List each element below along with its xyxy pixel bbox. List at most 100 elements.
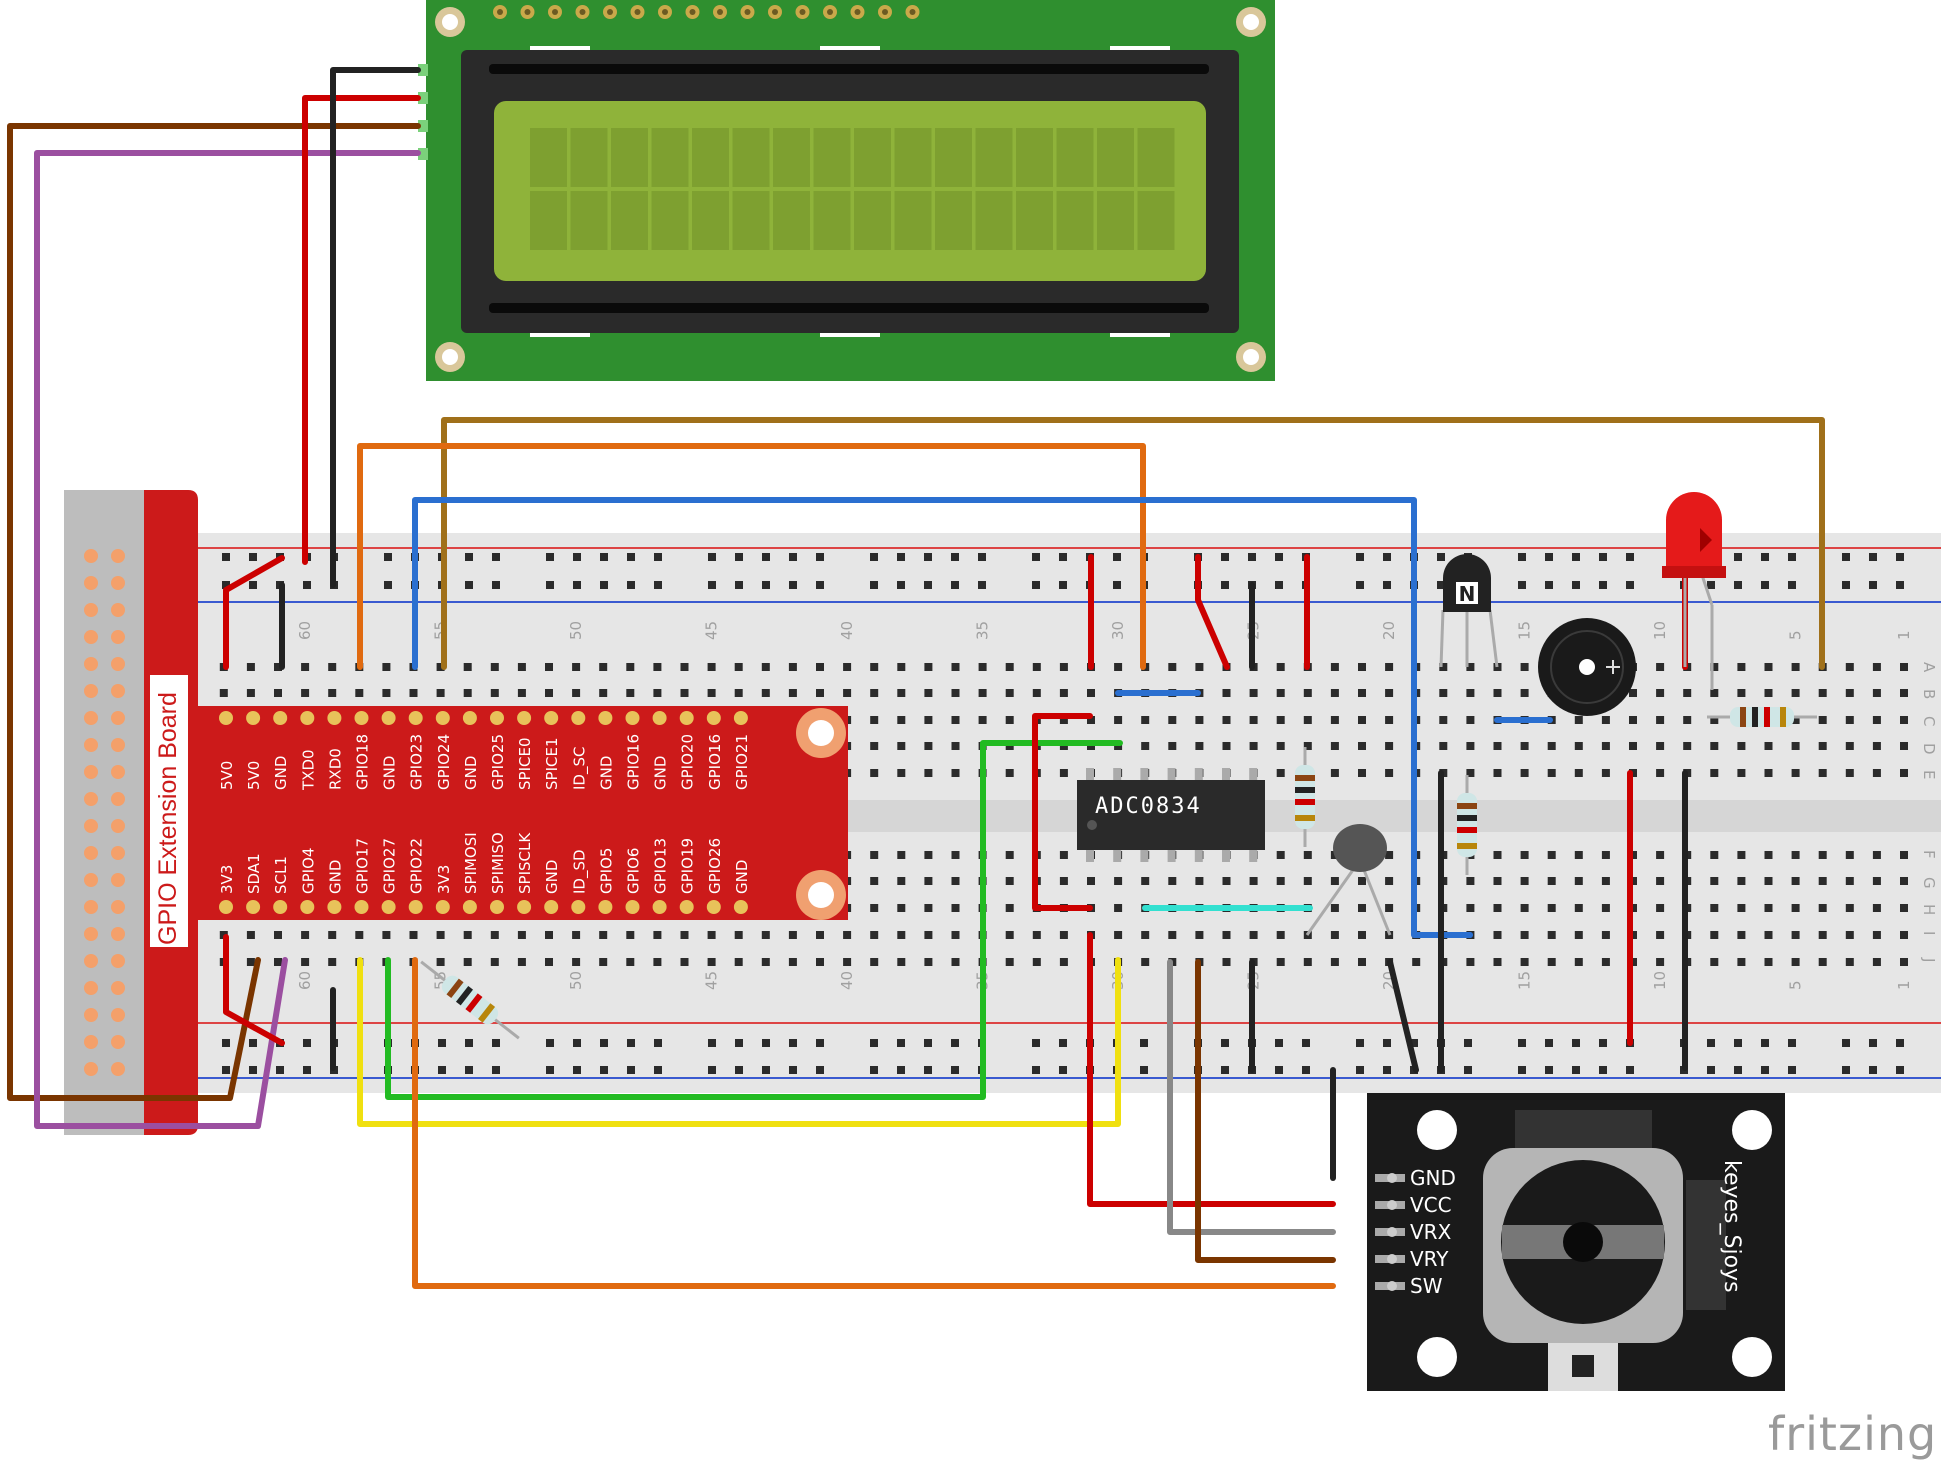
breadboard-hole [382, 931, 391, 939]
breadboard-hole [1626, 553, 1634, 561]
breadboard-hole [1764, 769, 1773, 777]
breadboard-hole [708, 1066, 716, 1074]
breadboard-hole [1302, 1039, 1310, 1047]
breadboard-hole [1356, 1039, 1364, 1047]
breadboard-hole [545, 958, 553, 966]
lcd-character-cell [935, 128, 972, 187]
gpio-top-pin-label: GPIO20 [679, 734, 697, 790]
breadboard-hole [1900, 931, 1908, 939]
wire-red-diag [1195, 554, 1230, 670]
breadboard-hole [1330, 663, 1339, 671]
gpio-header-pin [111, 981, 125, 995]
breadboard-hole [1572, 553, 1580, 561]
breadboard-hole [1059, 663, 1068, 671]
breadboard-hole [1656, 958, 1665, 966]
breadboard-hole [1788, 581, 1796, 589]
breadboard-hole [1818, 904, 1827, 912]
breadboard-hole [1032, 1039, 1040, 1047]
breadboard-hole [870, 958, 879, 966]
gpio-top-pin-label: GPIO16 [625, 734, 643, 790]
breadboard-hole [1276, 958, 1285, 966]
lcd-character-cell [570, 128, 608, 187]
breadboard-hole [1872, 769, 1881, 777]
breadboard-hole [1764, 851, 1773, 859]
breadboard-hole [1249, 877, 1258, 885]
row-letter: A [1920, 662, 1938, 673]
breadboard-hole [1734, 1066, 1742, 1074]
column-number-bottom: 10 [1651, 971, 1669, 990]
gpio-header-pin [111, 927, 125, 941]
breadboard-hole [1358, 742, 1366, 750]
breadboard-hole [545, 663, 553, 671]
breadboard-hole [1437, 581, 1445, 589]
gpio-header-pin [111, 765, 125, 779]
breadboard-hole [1574, 742, 1583, 750]
row-letter: C [1920, 716, 1938, 726]
breadboard-hole [1385, 716, 1394, 724]
breadboard-hole [1032, 931, 1041, 939]
lcd-character-cell [813, 128, 851, 187]
breadboard-hole [1114, 877, 1123, 885]
breadboard-hole [978, 553, 986, 561]
breadboard-hole [222, 553, 230, 561]
breadboard-hole [1493, 851, 1502, 859]
breadboard-hole [599, 663, 608, 671]
breadboard-hole [951, 663, 960, 671]
breadboard-hole [382, 663, 391, 671]
gpio-header-pin [84, 549, 98, 563]
lcd-character-cell [570, 191, 608, 250]
breadboard-hole [546, 581, 554, 589]
gpio-header-pin [111, 1035, 125, 1049]
breadboard-hole [1330, 742, 1339, 750]
breadboard-hole [490, 663, 499, 671]
breadboard-hole [951, 851, 960, 859]
adc0834-chip: ADC0834 [1077, 768, 1265, 862]
breadboard-hole [1872, 851, 1881, 859]
breadboard-hole [1168, 663, 1177, 671]
gpio-header-pin [84, 1008, 98, 1022]
breadboard-hole [1656, 689, 1665, 697]
wires [7, 67, 1825, 1289]
breadboard-hole [1737, 851, 1746, 859]
breadboard-hole [1764, 663, 1773, 671]
breadboard-hole [1493, 769, 1502, 777]
breadboard-hole [1222, 689, 1231, 697]
breadboard-hole [1168, 931, 1177, 939]
breadboard-hole [1547, 904, 1556, 912]
breadboard-hole [924, 581, 932, 589]
breadboard-hole [1656, 877, 1665, 885]
breadboard-hole [572, 663, 581, 671]
gpio-bottom-pin-label: GPIO22 [408, 838, 426, 894]
breadboard-hole [870, 689, 879, 697]
resistor-led [1707, 707, 1817, 727]
breadboard-hole [1599, 1066, 1607, 1074]
breadboard-hole [1275, 581, 1283, 589]
resistor-gpio22 [420, 960, 520, 1040]
breadboard-hole [1493, 877, 1502, 885]
breadboard-hole [572, 689, 581, 697]
breadboard-hole [1383, 1039, 1391, 1047]
breadboard-hole [951, 581, 959, 589]
gpio-header-pin [84, 630, 98, 644]
gpio-bottom-pin-label: SPISCLK [516, 832, 534, 894]
breadboard-hole [1114, 931, 1123, 939]
lcd-header-pins [493, 5, 920, 19]
breadboard-hole [1845, 689, 1854, 697]
breadboard-hole [707, 689, 716, 697]
breadboard-hole [1275, 553, 1283, 561]
lcd-character-cell [1137, 191, 1175, 250]
breadboard-hole [301, 689, 310, 697]
wire-red-adc-left [1032, 713, 1093, 911]
breadboard-hole [1734, 553, 1742, 561]
breadboard-hole [654, 1066, 662, 1074]
column-number-bottom: 15 [1516, 971, 1534, 990]
breadboard-hole [246, 689, 255, 697]
breadboard-hole [599, 689, 608, 697]
breadboard-hole [1710, 663, 1719, 671]
breadboard-hole [735, 1039, 743, 1047]
breadboard-hole [816, 958, 824, 966]
wire-gray-joystick-vrx [1167, 959, 1336, 1235]
column-number-top: 15 [1516, 621, 1534, 640]
breadboard-hole [1520, 904, 1529, 912]
breadboard-hole [1791, 742, 1800, 750]
